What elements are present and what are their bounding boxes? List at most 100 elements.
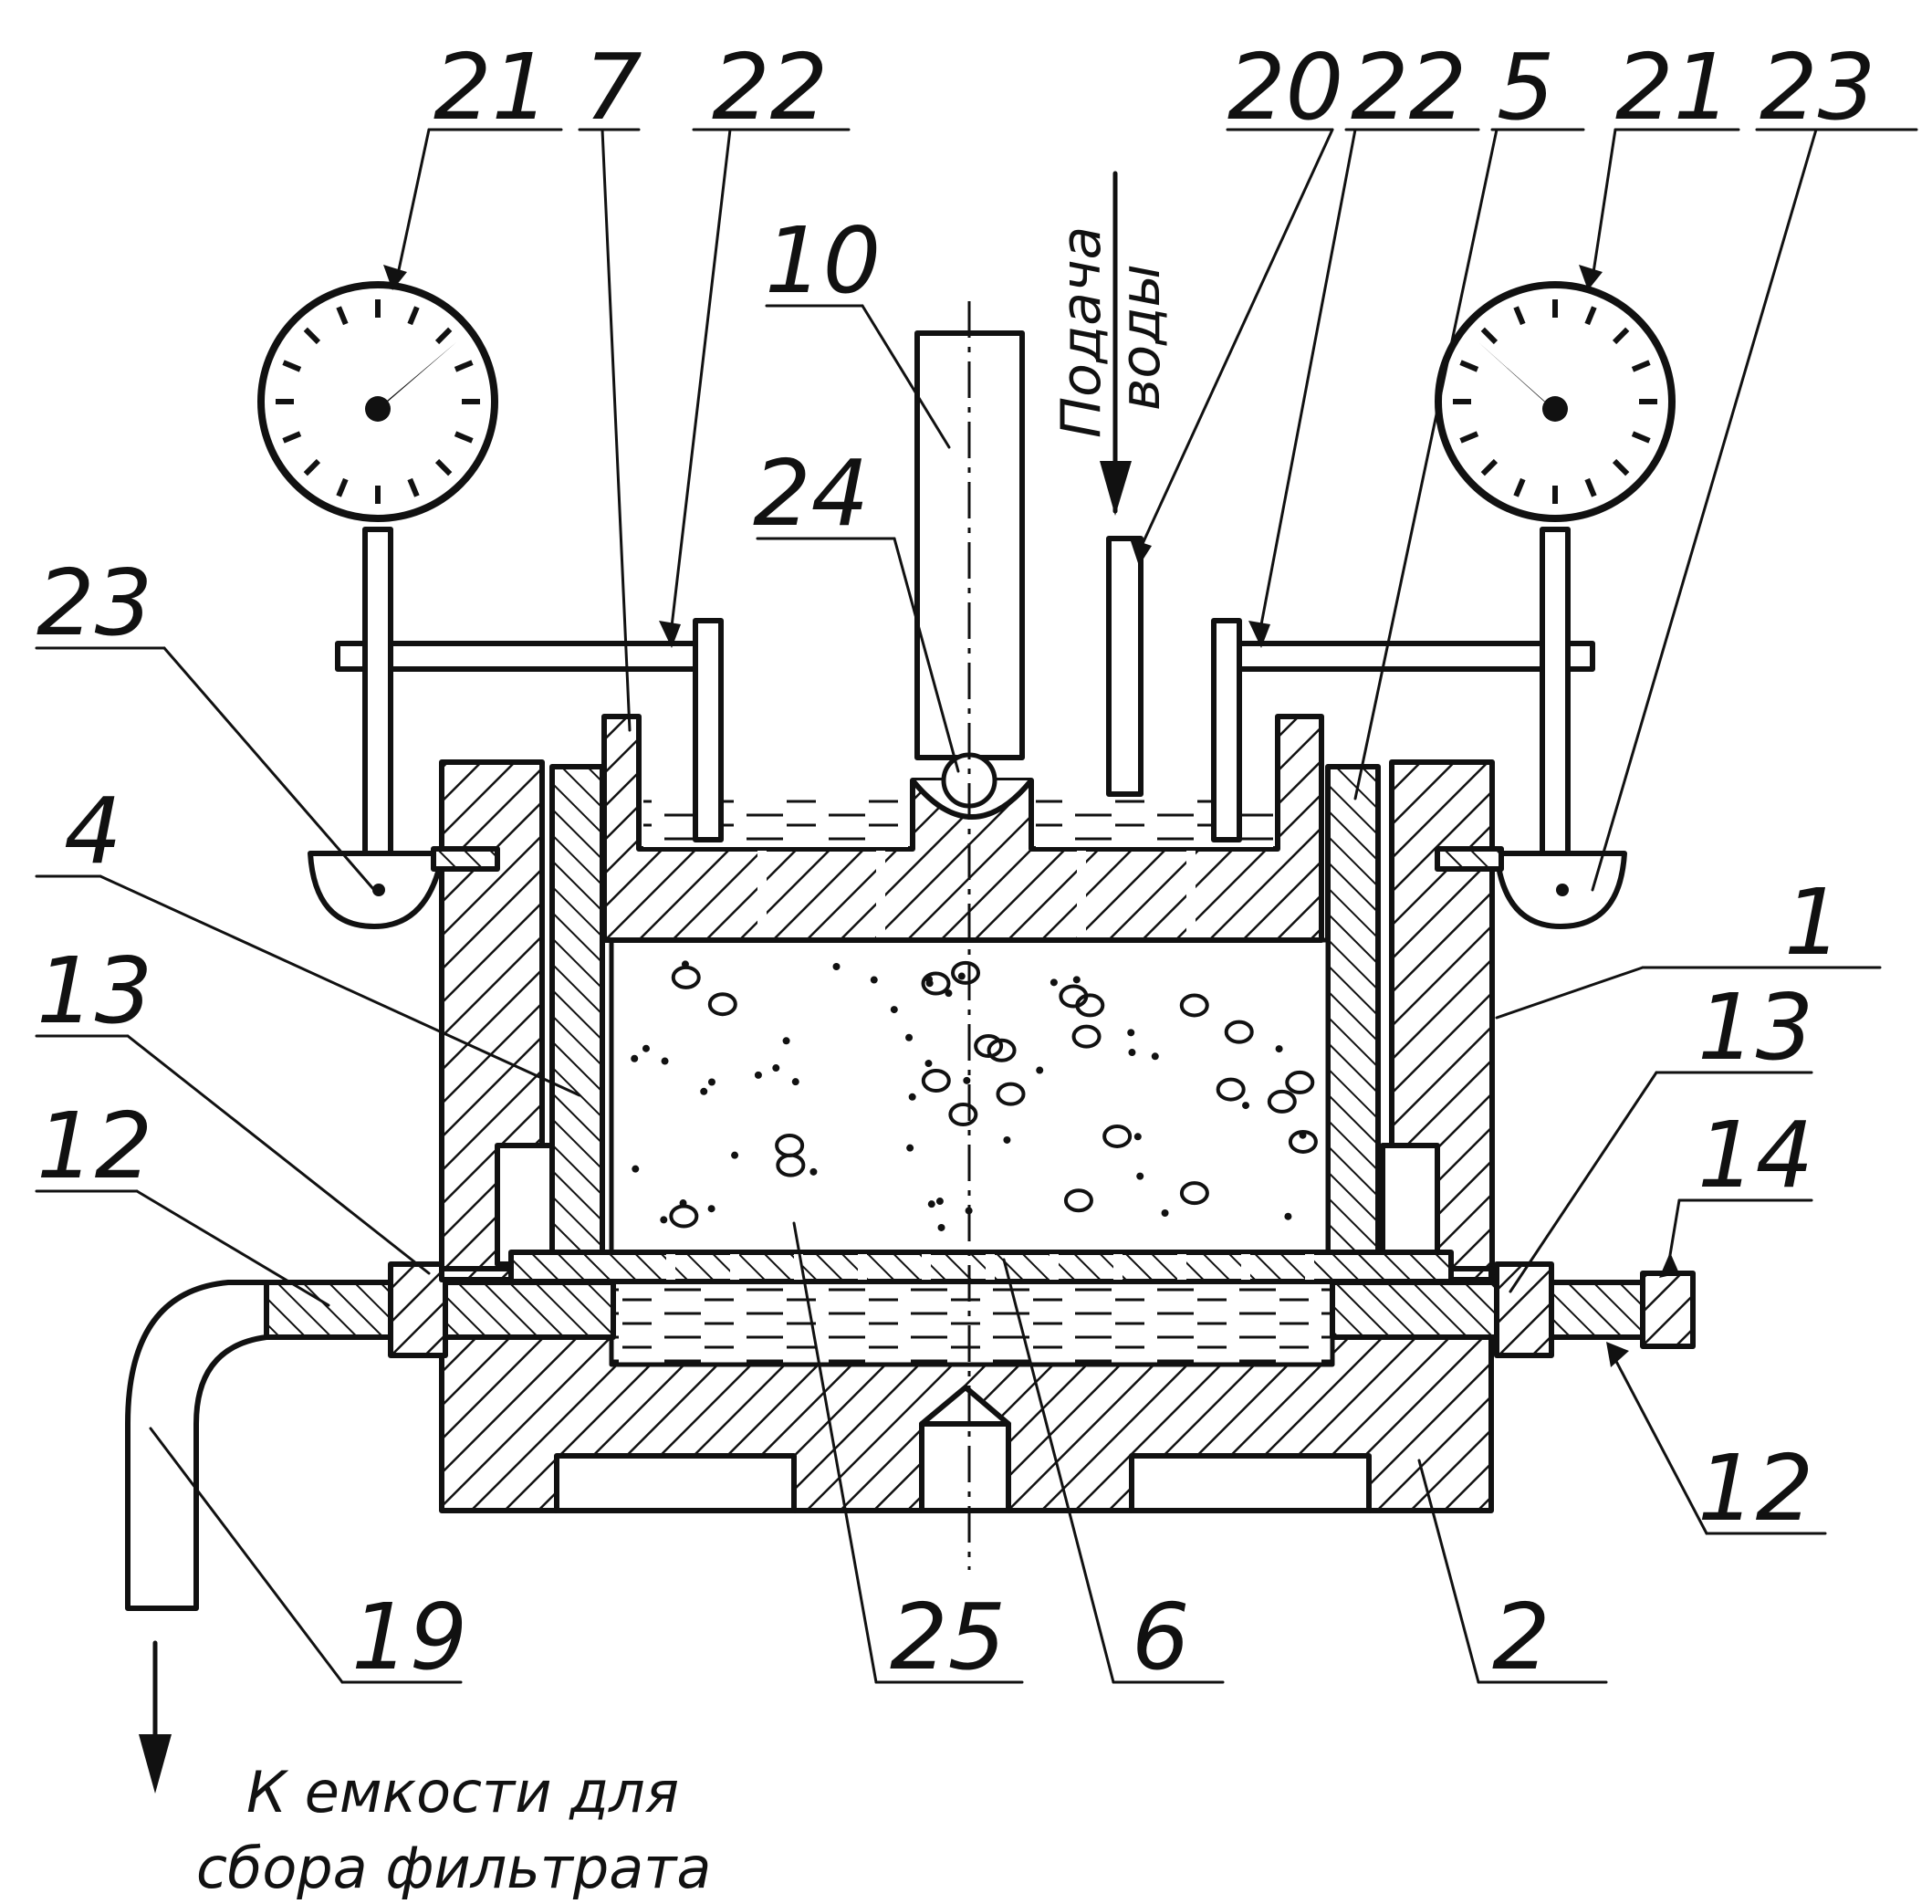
soil-grain [1036,1066,1044,1074]
soil-grain [782,1037,790,1045]
piston-perforation [1186,851,1196,937]
soil-grain [945,989,953,998]
dial-tick [1584,477,1597,497]
soil-grain [632,1165,640,1173]
dial-tick [282,431,302,444]
label-21-right: 21 [1615,34,1731,141]
soil-pore [1075,993,1105,1018]
right-support [1435,846,1627,929]
soil-grain [937,1223,945,1231]
soil-grain [754,1071,762,1079]
soil-grain [642,1044,650,1052]
soil-grain [1151,1052,1159,1061]
soil-grain [890,1006,898,1014]
callout-labels: 21 7 22 10 20 22 5 21 23 24 23 4 1 13 13… [37,34,1875,1690]
plate-perforation [1050,1254,1059,1280]
right-outlet-pipe [1330,1261,1696,1358]
soil-grain [1133,1133,1142,1141]
dial-tick [434,458,453,476]
soil-pore [1216,1077,1246,1102]
plate-perforation [1241,1254,1250,1280]
label-6: 6 [1132,1584,1190,1690]
drain-hose [125,1280,269,1611]
label-13-left: 13 [37,937,152,1044]
soil-pore [1179,993,1209,1018]
label-24: 24 [753,440,869,547]
dial-tick [1631,431,1651,444]
label-21-left: 21 [433,34,549,141]
water-supply-label: Подача воды [1050,226,1173,438]
soil-grain [908,1093,916,1101]
soil-grain [1242,1102,1250,1110]
soil-pore [1224,1020,1254,1044]
dial-tick [407,477,420,497]
label-23-top: 23 [1760,34,1875,141]
dial-tick [1459,431,1479,444]
plate-perforation [1177,1254,1186,1280]
plate-perforation [1305,1254,1314,1280]
soil-pore [974,1034,1004,1059]
dial-tick [407,306,420,326]
soil-grain [700,1087,708,1095]
soil-pore [707,992,737,1017]
dial-tick [336,306,349,326]
plate-perforation [666,1254,675,1280]
label-12-right: 12 [1697,1435,1813,1542]
soil-grain [1003,1135,1011,1144]
label-22-right: 22 [1351,34,1467,141]
left-bracket [335,618,724,842]
soil-grain [1127,1029,1135,1037]
soil-grain [1284,1212,1292,1220]
right-bracket [1211,618,1595,842]
soil-grain [927,1200,935,1208]
dial-tick [1513,477,1526,497]
dial-tick [1612,327,1630,345]
soil-grain [963,1076,971,1084]
soil-pore [1063,1188,1093,1213]
soil-pore [776,1153,806,1177]
soil-grain [791,1078,799,1086]
soil-pore [948,1103,978,1127]
label-13-right: 13 [1697,974,1813,1081]
dial-tick [1513,306,1526,326]
dial-tick [1459,360,1479,372]
leader-lines [35,128,1918,1684]
label-23-left: 23 [37,549,152,656]
top-water-left [643,794,908,847]
piston-perforation [1077,851,1086,937]
soil-grain [772,1064,780,1072]
plate-perforation [1113,1254,1123,1280]
label-14: 14 [1697,1102,1813,1208]
label-1: 1 [1784,869,1843,976]
dial-tick [1480,327,1499,345]
drain-chamber-water [611,1276,1332,1365]
soil-grain [731,1151,739,1159]
dial-tick [1631,360,1651,372]
dial-tick [454,360,474,372]
soil-grain [631,1054,639,1062]
soil-pore [996,1082,1026,1106]
soil-grain [660,1216,668,1224]
soil-pore [1267,1089,1297,1114]
label-4: 4 [64,778,122,884]
piston-stamp [601,714,1324,943]
water-supply-line2: воды [1109,264,1173,411]
soil-grain [870,976,878,984]
soil-grain [1275,1045,1283,1053]
dial-tick [1480,458,1499,476]
soil-grain [957,972,966,980]
dial-tick [434,327,453,345]
plate-perforation [730,1254,739,1280]
label-19: 19 [351,1584,467,1690]
dial-tick [1584,306,1597,326]
soil-pore [669,1204,699,1229]
soil-grain [707,1205,715,1213]
left-support [308,846,500,929]
soil-particles [631,960,1318,1231]
label-2: 2 [1492,1584,1551,1690]
soil-pore [1179,1181,1209,1206]
label-5: 5 [1497,34,1555,141]
soil-grain [1128,1049,1136,1057]
